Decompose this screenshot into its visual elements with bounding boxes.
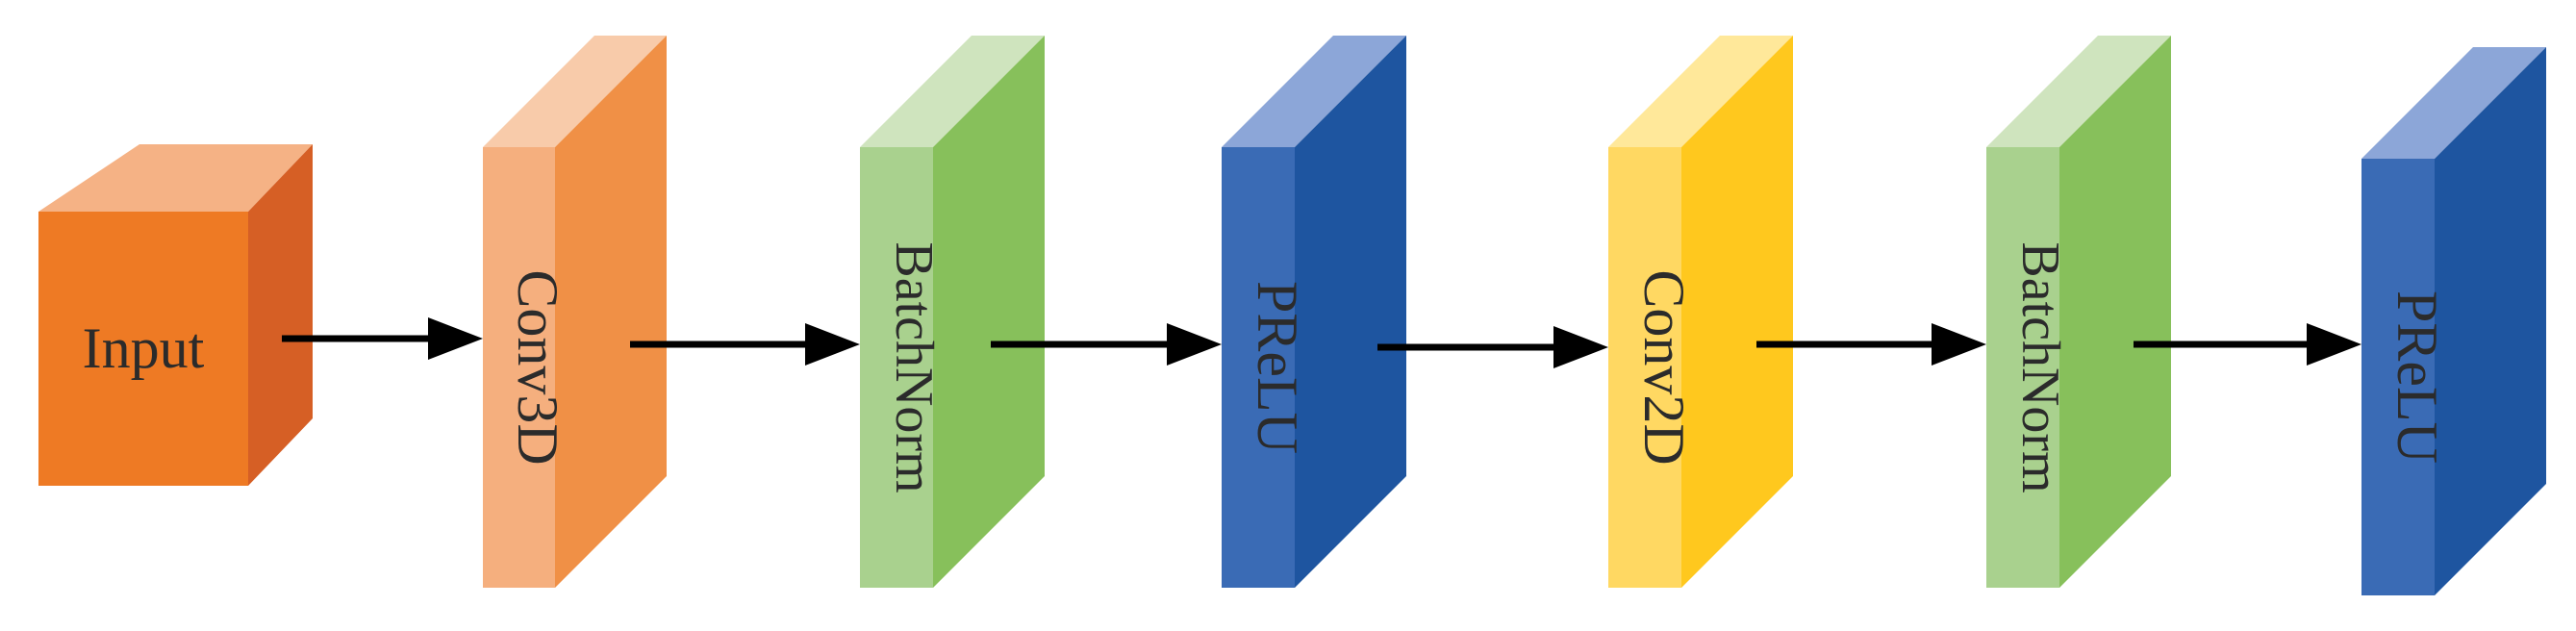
node-batchnorm-2-front [1986, 147, 2059, 588]
node-conv2d-side [1681, 36, 1793, 588]
node-batchnorm-2-side [2059, 36, 2171, 588]
node-batchnorm-1-label: BatchNorm [884, 241, 944, 492]
node-input-side [248, 144, 313, 486]
edge-input-to-conv3d [282, 317, 483, 360]
edge-conv3d-to-batchnorm-1-head [805, 323, 860, 366]
node-prelu-2: PReLU [2361, 47, 2546, 595]
node-prelu-1: PReLU [1222, 36, 1406, 588]
edges [282, 317, 2361, 368]
node-input: Input [38, 144, 313, 486]
node-prelu-1-side [1295, 36, 1406, 588]
node-conv3d: Conv3D [483, 36, 667, 588]
edge-input-to-conv3d-head [428, 317, 483, 360]
node-input-top [38, 144, 313, 212]
edge-conv2d-to-batchnorm-2-head [1932, 323, 1986, 366]
node-prelu-1-front [1222, 147, 1295, 588]
node-prelu-1-top [1222, 36, 1406, 147]
node-conv3d-label: Conv3D [506, 269, 569, 465]
node-conv3d-side [555, 36, 667, 588]
edge-batchnorm-1-to-prelu-1 [991, 323, 1222, 366]
node-batchnorm-1-top [860, 36, 1045, 147]
node-conv2d-label: Conv2D [1632, 269, 1696, 465]
edge-batchnorm-2-to-prelu-2-head [2307, 323, 2361, 366]
node-input-label: Input [83, 316, 205, 380]
node-conv3d-top [483, 36, 667, 147]
node-prelu-2-top [2361, 47, 2546, 159]
node-batchnorm-2-label: BatchNorm [2010, 241, 2070, 492]
node-input-front [38, 212, 248, 486]
node-prelu-2-side [2435, 47, 2546, 595]
node-prelu-2-front [2361, 159, 2435, 595]
edge-prelu-1-to-conv2d [1377, 326, 1608, 368]
node-prelu-1-label: PReLU [1246, 281, 1309, 454]
edge-batchnorm-1-to-prelu-1-head [1167, 323, 1222, 366]
node-conv2d-top [1608, 36, 1793, 147]
node-batchnorm-2-top [1986, 36, 2171, 147]
node-batchnorm-1-front [860, 147, 933, 588]
edge-conv2d-to-batchnorm-2 [1756, 323, 1986, 366]
edge-conv3d-to-batchnorm-1 [630, 323, 860, 366]
node-conv2d-front [1608, 147, 1681, 588]
node-prelu-2-label: PReLU [2386, 290, 2449, 464]
node-conv2d: Conv2D [1608, 36, 1793, 588]
node-conv3d-front [483, 147, 555, 588]
edge-prelu-1-to-conv2d-head [1553, 326, 1608, 368]
node-batchnorm-1-side [933, 36, 1045, 588]
edge-batchnorm-2-to-prelu-2 [2134, 323, 2361, 366]
node-batchnorm-2: BatchNorm [1986, 36, 2171, 588]
node-batchnorm-1: BatchNorm [860, 36, 1045, 588]
